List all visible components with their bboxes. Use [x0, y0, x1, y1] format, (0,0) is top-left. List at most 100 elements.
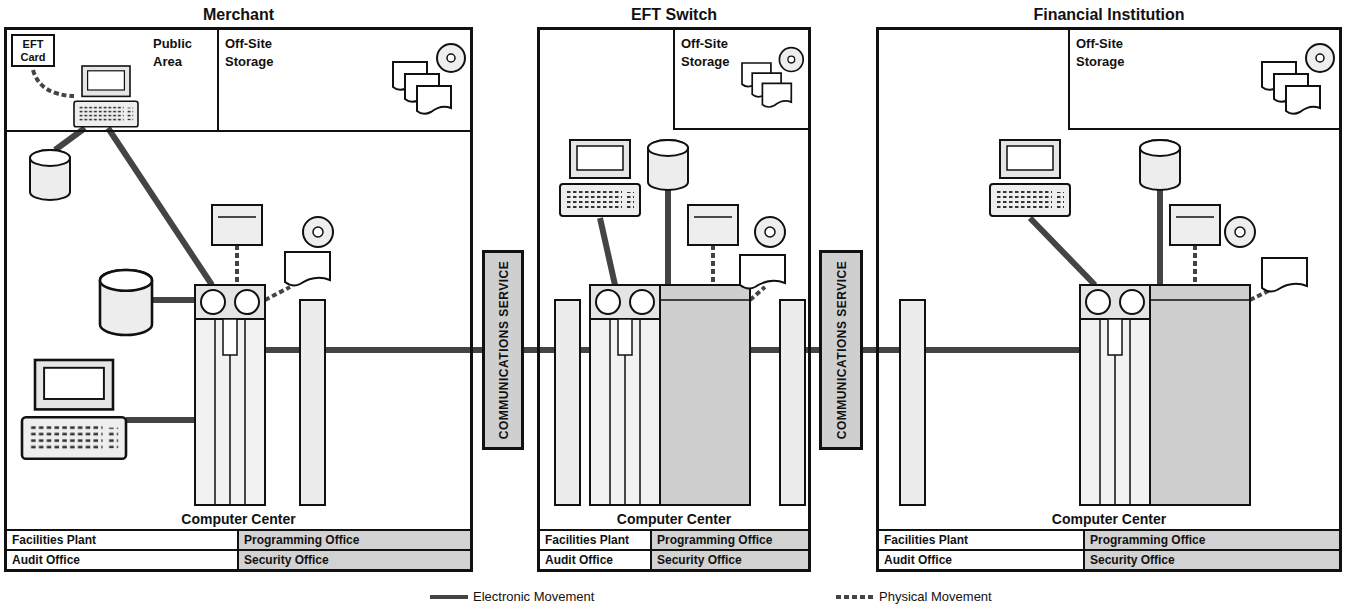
text-slot: Merchant [7, 5, 470, 24]
cabinet [660, 285, 750, 505]
text-slot: Public Area [153, 34, 213, 70]
wire [1193, 245, 1197, 285]
computer-center-label: Computer Center [181, 511, 295, 527]
legend-item: Physical Movement [836, 589, 992, 605]
modem [555, 300, 580, 505]
wire [1157, 190, 1163, 285]
text-slot: Audit Office [545, 551, 613, 569]
terminal [22, 360, 126, 459]
wire [265, 287, 290, 300]
text-slot: Security Office [657, 551, 742, 569]
text-slot: Off-Site Storage [1076, 34, 1146, 70]
storage-region: Off-Site Storage [219, 30, 470, 132]
office-box-label: Facilities Plant [545, 533, 629, 547]
tape-reel [303, 217, 333, 247]
wire [1030, 218, 1095, 285]
mainframe [195, 285, 265, 505]
office-box-label: Facilities Plant [884, 533, 968, 547]
text-slot: Security Office [244, 551, 329, 569]
storage-region-label: Off-Site Storage [1076, 36, 1124, 69]
office-box-label: Security Office [244, 553, 329, 567]
office-box: Programming Office [239, 529, 470, 549]
cabinet [1150, 285, 1250, 505]
office-box-label: Security Office [657, 553, 742, 567]
office-box-label: Audit Office [545, 553, 613, 567]
printer [1170, 205, 1220, 245]
printout [285, 252, 330, 286]
tape-reel [1225, 217, 1255, 247]
office-box: Security Office [1085, 549, 1339, 569]
text-slot: Facilities Plant [884, 531, 968, 549]
service-box-label: COMMUNICATIONS SERVICE [497, 261, 511, 440]
wire [711, 245, 715, 285]
computer-center: Computer Center [7, 132, 470, 529]
office-box: Security Office [239, 549, 470, 569]
text-slot: Computer Center [879, 510, 1339, 528]
office-box-label: Programming Office [1090, 533, 1205, 547]
text-slot: Off-Site Storage [681, 34, 751, 70]
storage-region: Off-Site Storage [673, 30, 808, 130]
wire [235, 245, 239, 285]
site-panel-label: EFT Switch [631, 6, 717, 23]
office-box-label: Security Office [1090, 553, 1175, 567]
office-box: Programming Office [1085, 529, 1339, 549]
site-panel-label: Financial Institution [1033, 6, 1184, 23]
text-slot: Off-Site Storage [225, 34, 295, 70]
modem [900, 300, 925, 505]
stored-media [742, 48, 803, 107]
stored-media [1262, 44, 1334, 114]
legend-line [430, 595, 468, 599]
text-slot: Facilities Plant [12, 531, 96, 549]
site-panel: MerchantPublic AreaEFT CardOff-Site Stor… [4, 27, 473, 572]
pos-terminal [74, 66, 138, 127]
site-panel: Financial InstitutionOff-Site StorageCom… [876, 27, 1342, 572]
office-box: Programming Office [652, 529, 808, 549]
text-slot: Financial Institution [879, 5, 1339, 24]
office-box-label: Programming Office [657, 533, 772, 547]
office-box-label: Facilities Plant [12, 533, 96, 547]
legend-sample [836, 591, 874, 603]
storage-region-label: Off-Site Storage [225, 36, 273, 69]
storage-region: Off-Site Storage [1068, 30, 1339, 130]
area-region-label: Public Area [153, 36, 192, 69]
printout [740, 255, 785, 289]
office-box-label: Programming Office [244, 533, 359, 547]
text-slot: EFT Switch [540, 5, 808, 24]
card-path [33, 70, 74, 96]
text-slot: COMMUNICATIONS SERVICE [494, 261, 512, 440]
text-slot: COMMUNICATIONS SERVICE [832, 261, 850, 440]
text-slot: Computer Center [540, 510, 808, 528]
service-box: COMMUNICATIONS SERVICE [482, 250, 524, 450]
office-box: Facilities Plant [7, 529, 239, 549]
service-box-label: COMMUNICATIONS SERVICE [835, 261, 849, 440]
legend-line [836, 595, 874, 599]
site-panel: EFT SwitchOff-Site StorageComputer Cente… [537, 27, 811, 572]
office-box-label: Audit Office [884, 553, 952, 567]
wire [665, 190, 671, 285]
legend-text: Physical Movement [879, 589, 992, 605]
office-box: Security Office [652, 549, 808, 569]
mainframe [590, 285, 660, 505]
printout [1262, 258, 1307, 292]
computer-center: Computer Center [540, 130, 808, 529]
office-box: Audit Office [540, 549, 652, 569]
text-slot: EFT Card [15, 38, 51, 63]
office-box: Audit Office [879, 549, 1085, 569]
wire [108, 128, 212, 285]
text-slot: Facilities Plant [545, 531, 629, 549]
legend-item: Electronic Movement [430, 589, 594, 605]
text-slot: Programming Office [657, 531, 772, 549]
card-box-label: EFT Card [15, 38, 51, 63]
tape-reel [755, 217, 785, 247]
computer-center: Computer Center [879, 130, 1339, 529]
disk-drive [30, 150, 70, 200]
terminal [560, 140, 640, 216]
wire [152, 297, 195, 303]
disk-drive [648, 140, 688, 190]
computer-center-label: Computer Center [617, 511, 731, 527]
modem [300, 300, 325, 505]
wire [126, 417, 195, 423]
terminal [990, 140, 1070, 216]
